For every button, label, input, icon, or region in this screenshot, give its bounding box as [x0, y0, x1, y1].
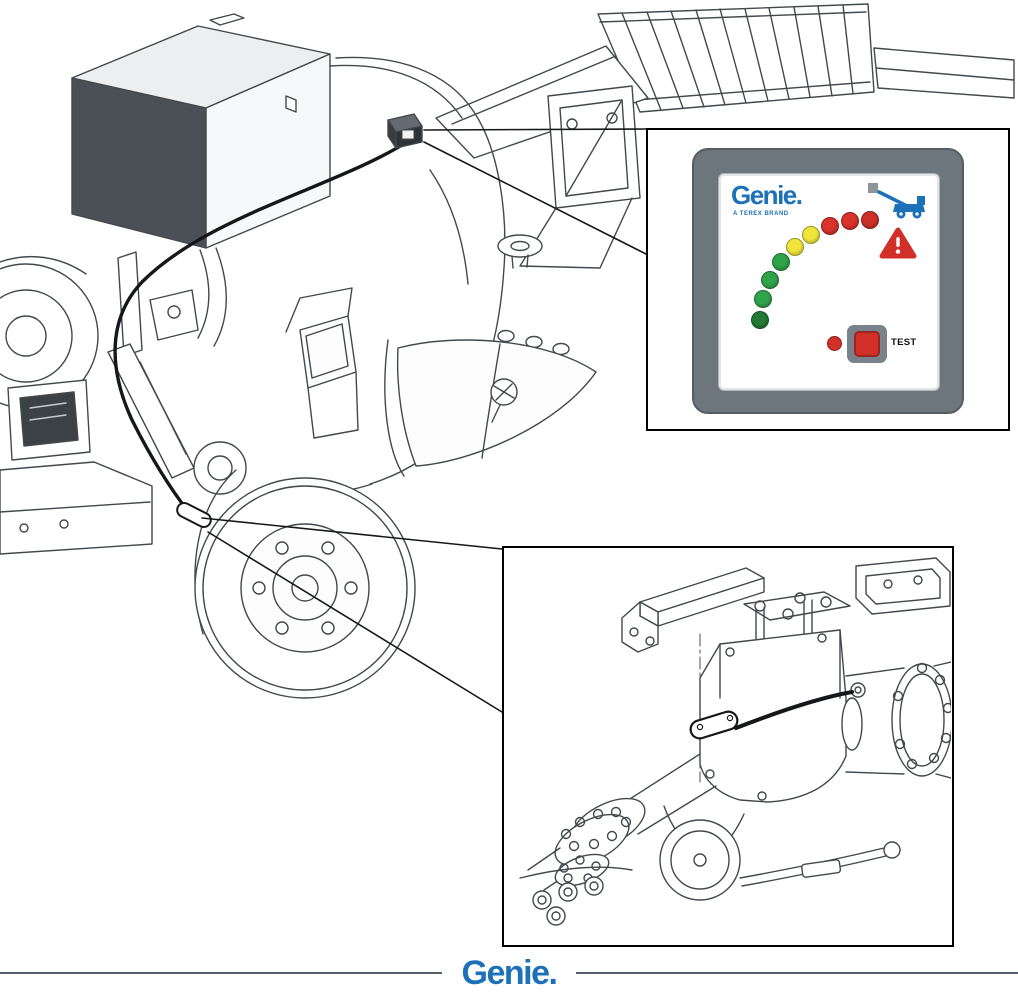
led-yellow-1: [785, 237, 804, 256]
sensor-cable: [113, 138, 412, 518]
location-marker-square: [868, 183, 878, 193]
led-red-3: [861, 211, 880, 230]
cab: [285, 287, 597, 477]
display-connector: [387, 113, 423, 149]
warning-triangle-icon: [879, 227, 917, 259]
led-red-2: [840, 212, 859, 231]
led-arc: [719, 174, 939, 390]
footer-divider-left: [0, 972, 442, 974]
front-wheel: [194, 469, 416, 699]
led-green-4: [771, 253, 790, 272]
axle-detail-inset: [502, 546, 954, 947]
telehandler-icon: [868, 183, 925, 219]
led-red-1: [820, 217, 839, 236]
genie-footer-logo: Genie.: [461, 954, 558, 992]
load-indicator-panel: Genie. A TEREX BRAND: [692, 148, 964, 414]
axle-assembly: [519, 557, 954, 926]
indicator-screen: Genie. A TEREX BRAND: [718, 173, 940, 391]
fork-carriage: [597, 3, 1015, 113]
axle-sensor-detail: [689, 710, 739, 740]
led-green-1: [751, 310, 770, 329]
terex-brand-text: A TEREX BRAND: [733, 211, 789, 217]
leader-lines: [201, 128, 647, 713]
left-chassis: [0, 256, 153, 555]
footer: Genie.: [0, 956, 1018, 990]
sensor-cable-detail: [734, 690, 854, 730]
genie-panel-logo: Genie.: [731, 180, 803, 210]
power-led: [827, 336, 842, 351]
left-machinery: [107, 247, 247, 495]
test-label: TEST: [891, 337, 917, 348]
axle-detail-drawing: [519, 557, 954, 926]
test-button: [854, 331, 880, 357]
footer-divider-right: [576, 972, 1018, 974]
led-yellow-2: [802, 225, 821, 244]
led-green-2: [754, 290, 773, 309]
indicator-panel-inset: Genie. A TEREX BRAND: [646, 128, 1010, 431]
mounting-bracket: [621, 567, 765, 653]
led-green-3: [761, 270, 780, 289]
boom: [435, 45, 649, 269]
axle-sensor: [176, 502, 212, 528]
canopy-box: [71, 13, 331, 249]
test-button-plate: [847, 325, 887, 363]
